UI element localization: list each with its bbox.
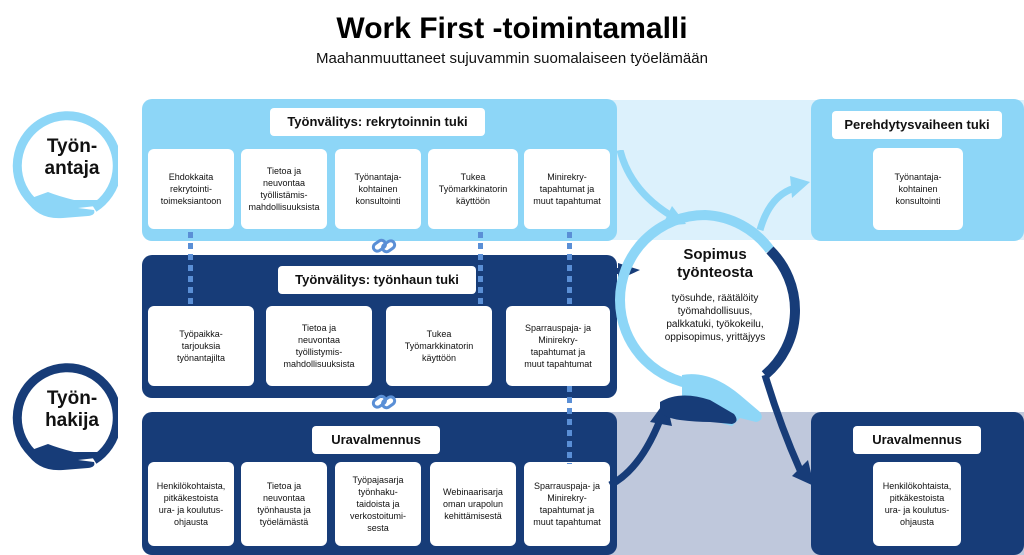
jobsearch-card: Tietoa ja neuvontaa työllistymis- mahdol…: [266, 306, 372, 386]
recruitment-card: Ehdokkaita rekrytointi- toimeksiantoon: [148, 149, 234, 229]
recruitment-card: Minirekry- tapahtumat ja muut tapahtumat: [524, 149, 610, 229]
jobsearch-card: Sparrauspaja- ja Minirekry- tapahtumat j…: [506, 306, 610, 386]
coaching-card: Tietoa ja neuvontaa työnhausta ja työelä…: [241, 462, 327, 546]
jobsearch-card: Tukea Työmarkkinatorin käyttöön: [386, 306, 492, 386]
dotted-connector: [478, 232, 483, 308]
recruitment-card: Tukea Työmarkkinatorin käyttöön: [428, 149, 518, 229]
recruitment-title: Työnvälitys: rekrytoinnin tuki: [270, 108, 485, 136]
dotted-connector: [188, 232, 193, 308]
agreement-title: Sopimus työnteosta: [677, 246, 753, 281]
orientation-card: Työnantaja- kohtainen konsultointi: [873, 148, 963, 230]
diagram-title: Work First -toimintamalli: [336, 12, 688, 45]
diagram-subtitle: Maahanmuuttaneet sujuvammin suomalaiseen…: [316, 50, 708, 67]
coaching-card: Työpajasarja työnhaku- taidoista ja verk…: [335, 462, 421, 546]
chain-link-icon: [371, 238, 397, 254]
jobsearch-title: Työnvälitys: työnhaun tuki: [278, 266, 476, 294]
dotted-connector: [567, 386, 572, 464]
coaching-after-card: Henkilökohtaista, pitkäkestoista ura- ja…: [873, 462, 961, 546]
coaching-card: Webinaarisarja oman urapolun kehittämise…: [430, 462, 516, 546]
coaching-title: Uravalmennus: [312, 426, 440, 454]
agreement-flow-graphic: [600, 150, 814, 489]
dotted-connector: [567, 232, 572, 308]
employer-label: Työn- antaja: [44, 136, 100, 179]
coaching-card: Sparrauspaja- ja Minirekry- tapahtumat j…: [524, 462, 610, 546]
chain-link-icon: [371, 394, 397, 410]
orientation-title: Perehdytysvaiheen tuki: [832, 111, 1002, 139]
recruitment-card: Työnantaja- kohtainen konsultointi: [335, 149, 421, 229]
coaching-after-title: Uravalmennus: [853, 426, 981, 454]
recruitment-card: Tietoa ja neuvontaa työllistämis- mahdol…: [241, 149, 327, 229]
jobseeker-label: Työn- hakija: [45, 388, 99, 431]
agreement-text: työsuhde, räätälöity työmahdollisuus, pa…: [664, 293, 766, 343]
employer-circle-icon: [12, 111, 118, 219]
jobsearch-card: Työpaikka- tarjouksia työnantajilta: [148, 306, 254, 386]
coaching-card: Henkilökohtaista, pitkäkestoista ura- ja…: [148, 462, 234, 546]
jobseeker-circle-icon: [12, 363, 118, 471]
